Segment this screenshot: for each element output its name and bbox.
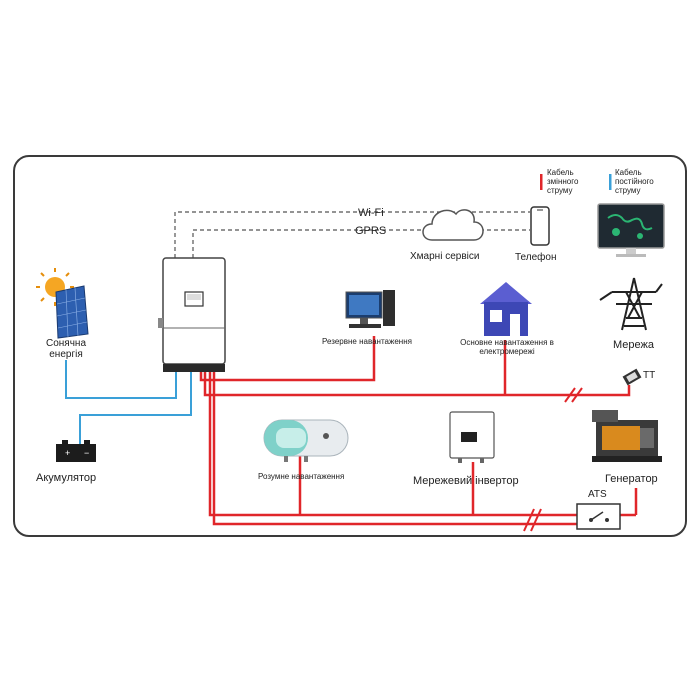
dc-lines — [65, 360, 192, 456]
ats-label: ATS — [588, 489, 607, 500]
ct-sensor-icon — [622, 368, 642, 386]
ac-backup-line — [199, 336, 376, 382]
grid-tower-icon — [599, 277, 663, 331]
svg-text:+: + — [65, 448, 70, 458]
gprs-label: GPRS — [355, 225, 387, 237]
svg-text:−: − — [84, 448, 89, 458]
cloud-label: Хмарні сервіси — [410, 251, 480, 262]
monitor-icon — [597, 203, 665, 257]
solar-panel-icon — [55, 285, 89, 339]
backup-load-label: Резервне навантаження — [322, 337, 412, 346]
gprs-line — [192, 229, 530, 258]
grid-inverter-label: Мережевий інвертор — [413, 475, 519, 487]
ac-legend-marker — [540, 174, 543, 190]
solar-label: Сонячна енергія — [45, 338, 86, 360]
battery-label: Акумулятор — [36, 472, 97, 484]
wifi-label: Wi-Fi — [358, 207, 384, 219]
ac-gen-line-1 — [208, 372, 577, 517]
dc-legend-marker — [609, 174, 612, 190]
break-marks — [523, 387, 583, 532]
smart-load-label: Розумне навантаження — [258, 472, 345, 481]
wifi-line — [174, 211, 530, 258]
battery-icon: + − — [56, 440, 96, 462]
dc-solar-line — [65, 360, 177, 399]
main-load-label: Основне навантаження в електромережі — [460, 338, 554, 356]
water-heater-icon — [263, 419, 349, 462]
ac-grid-line — [203, 372, 631, 397]
legend-dc-cable: Кабель постійного струму — [615, 168, 654, 195]
legend-ac-cable: Кабель змінного струму — [547, 168, 579, 195]
generator-label: Генератор — [605, 473, 658, 485]
phone-icon — [530, 206, 550, 246]
cloud-icon — [422, 209, 484, 241]
dc-battery-line — [79, 372, 192, 456]
computer-icon — [345, 290, 395, 328]
house-icon — [480, 282, 532, 336]
ac-gen-line-2 — [212, 372, 577, 526]
phone-label: Телефон — [515, 252, 557, 263]
grid-inverter-icon — [449, 411, 495, 463]
ats-box — [576, 503, 621, 530]
grid-label: Мережа — [613, 339, 654, 351]
diagram-frame — [13, 155, 687, 537]
communication-lines — [174, 211, 530, 258]
generator-icon — [592, 410, 662, 462]
ct-label: TT — [643, 370, 656, 381]
inverter-icon — [158, 257, 226, 372]
ac-lines — [199, 336, 638, 526]
